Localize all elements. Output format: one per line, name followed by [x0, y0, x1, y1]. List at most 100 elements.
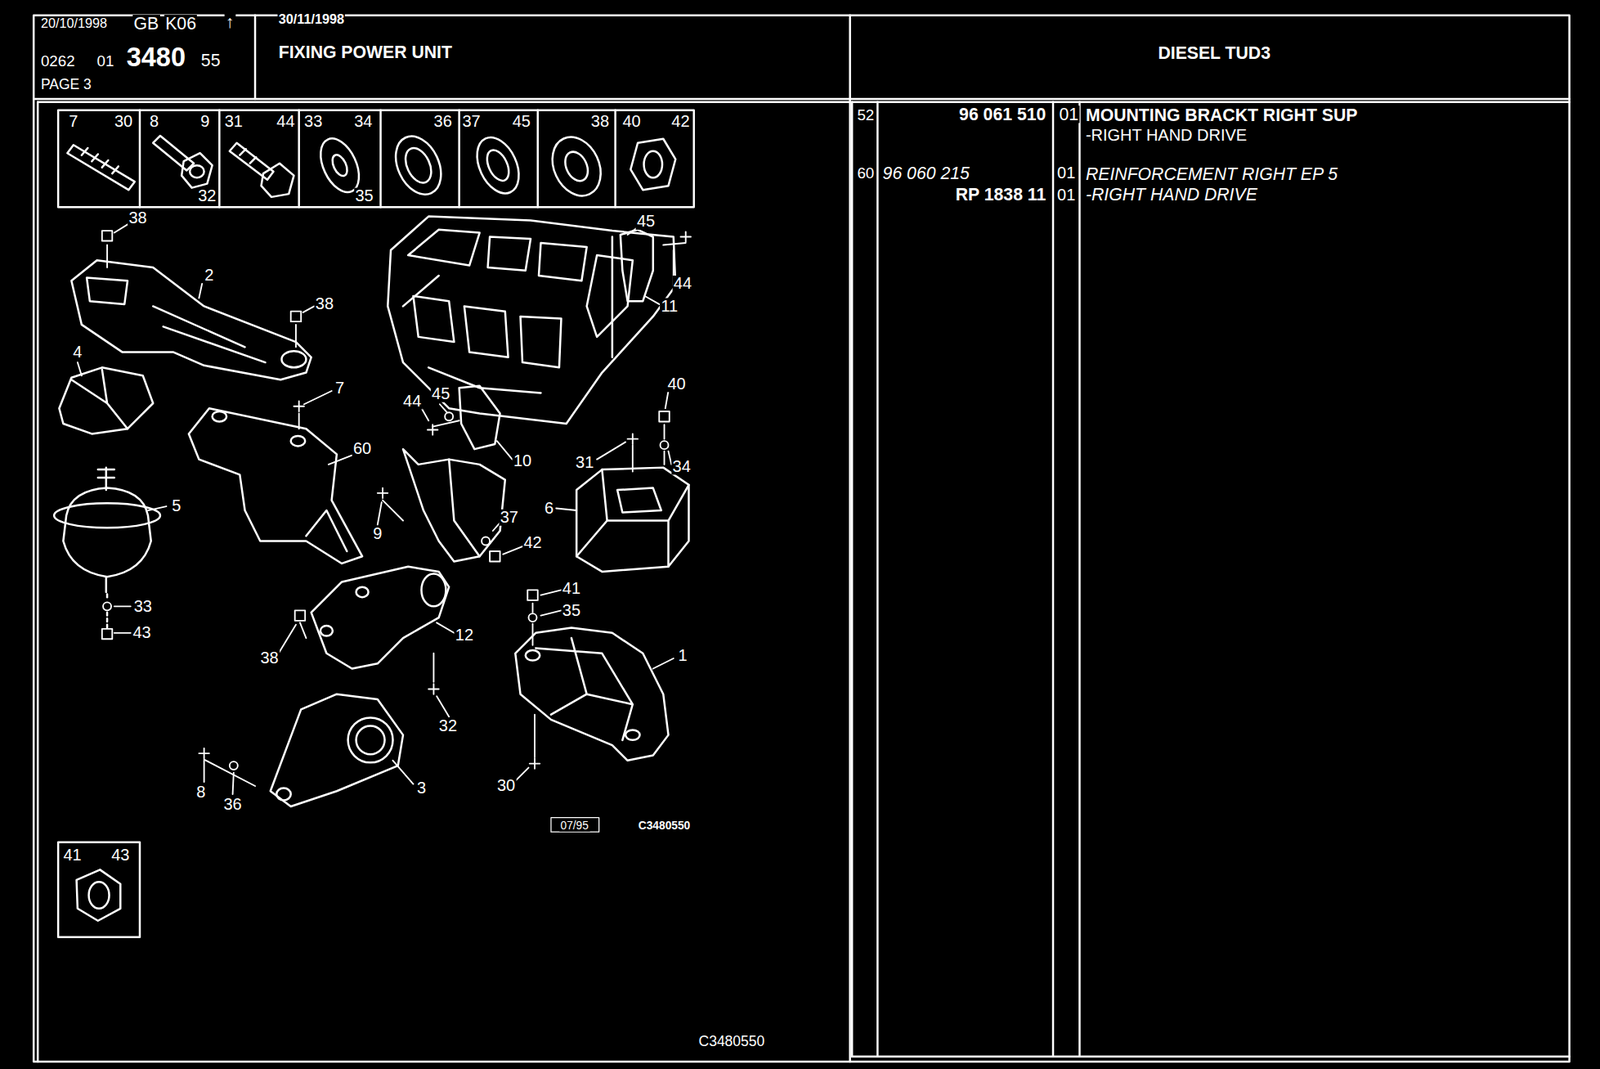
page-frame [848, 15, 851, 1062]
table-cell: -RIGHT HAND DRIVE [1084, 186, 1259, 204]
bracket-1 [515, 627, 668, 761]
table-cell: 96 060 215 [881, 165, 971, 183]
table-cell: MOUNTING BRACKT RIGHT SUP [1084, 106, 1359, 124]
hardware-strip [297, 110, 300, 208]
hardware-callout: 41 [62, 847, 83, 864]
callout-number: 4 [71, 344, 84, 361]
fasteners [198, 231, 691, 768]
hardware-callout: 9 [199, 113, 211, 130]
fasteners [102, 230, 691, 832]
table-cell: 96 061 510 [958, 105, 1048, 123]
engine-block [387, 216, 676, 424]
reinforcement-60 [291, 435, 305, 446]
small-brackets [448, 459, 480, 557]
mount-5 [98, 469, 115, 478]
bracket-1 [535, 637, 633, 740]
reinforcement-60 [305, 510, 347, 552]
page-frame [33, 15, 1569, 1062]
fasteners [444, 412, 453, 421]
fasteners [295, 609, 305, 620]
hardware-strip [386, 129, 450, 202]
callout-number: 7 [334, 379, 346, 396]
mount-3 [348, 717, 394, 762]
page-frame [1052, 102, 1054, 1057]
page-frame [851, 101, 1569, 104]
callout-number: 10 [512, 452, 534, 470]
drawing-ref: C3480550 [697, 1033, 766, 1048]
hardware-callout: 30 [113, 113, 135, 130]
engine-block [387, 216, 676, 424]
upper-bracket [152, 305, 265, 363]
hardware-strip [81, 147, 119, 174]
mount-5 [62, 488, 151, 578]
leader-lines [77, 222, 686, 794]
hardware-strip [457, 110, 460, 208]
callout-number: 38 [127, 210, 148, 227]
header-text: PAGE 3 [40, 76, 93, 91]
drawing-ref: C3480550 [637, 820, 692, 832]
header-text: 20/10/1998 [40, 17, 109, 31]
callout-number: 38 [314, 295, 336, 313]
callout-number: 44 [672, 275, 694, 292]
hardware-strip [536, 110, 538, 208]
hardware-callout: 34 [353, 113, 374, 130]
page-frame [851, 102, 853, 1057]
callout-number: 37 [498, 509, 520, 526]
callout-number: 32 [438, 717, 459, 734]
mount-3 [270, 694, 404, 807]
header-text: 55 [200, 51, 222, 69]
fasteners [291, 311, 301, 322]
header-text: DIESEL TUD3 [1156, 44, 1272, 62]
reinforcement-60 [188, 407, 363, 564]
callout-number: 6 [543, 500, 556, 517]
table-cell: 01 [1056, 186, 1077, 203]
small-brackets [403, 448, 506, 561]
hardware-callout: 40 [621, 113, 642, 130]
mount-6 [576, 469, 689, 567]
fasteners [660, 440, 669, 449]
hardware-strip [379, 110, 381, 208]
hardware-strip [482, 146, 513, 184]
engine-block [403, 237, 613, 394]
hardware-callout: 36 [432, 113, 453, 130]
small-brackets [403, 229, 654, 562]
hardware-callout: 42 [670, 113, 691, 130]
hardware-strip [181, 152, 212, 188]
callout-number: 8 [195, 784, 207, 801]
fasteners [229, 761, 238, 770]
hardware-strip [261, 163, 295, 198]
page-frame [33, 98, 1569, 100]
callout-number: 1 [676, 646, 689, 664]
hardware-callout: 8 [148, 113, 161, 130]
fasteners [527, 589, 538, 600]
callout-number: 12 [454, 626, 476, 643]
hardware-strip [189, 165, 204, 178]
table-cell: RP 1838 11 [954, 186, 1048, 204]
nut-box [89, 881, 110, 908]
table-cell: 01 [1057, 105, 1080, 123]
hardware-callout: 43 [110, 847, 131, 864]
page-frame [33, 15, 1569, 1062]
fasteners [102, 628, 113, 639]
hardware-callout: 38 [590, 113, 611, 130]
callout-number: 5 [170, 497, 183, 515]
page-frame [851, 1055, 1569, 1058]
callout-number: 40 [666, 375, 687, 392]
callout-number: 11 [659, 297, 679, 314]
callout-number: 2 [203, 267, 216, 284]
page-frame [254, 15, 256, 99]
bracket-12 [311, 566, 449, 669]
hardware-strip [58, 110, 695, 208]
bracket-12 [421, 573, 446, 606]
header-text: ↑ [224, 13, 236, 32]
small-brackets [620, 229, 654, 301]
engine-block [407, 229, 587, 281]
mount-5 [53, 467, 161, 628]
callout-number: 45 [430, 385, 452, 403]
hardware-callout: 33 [303, 113, 324, 130]
callout-number: 60 [352, 440, 373, 458]
hardware-strip [614, 110, 616, 208]
header-text: 30/11/1998 [277, 13, 346, 27]
hardware-strip [152, 135, 194, 171]
